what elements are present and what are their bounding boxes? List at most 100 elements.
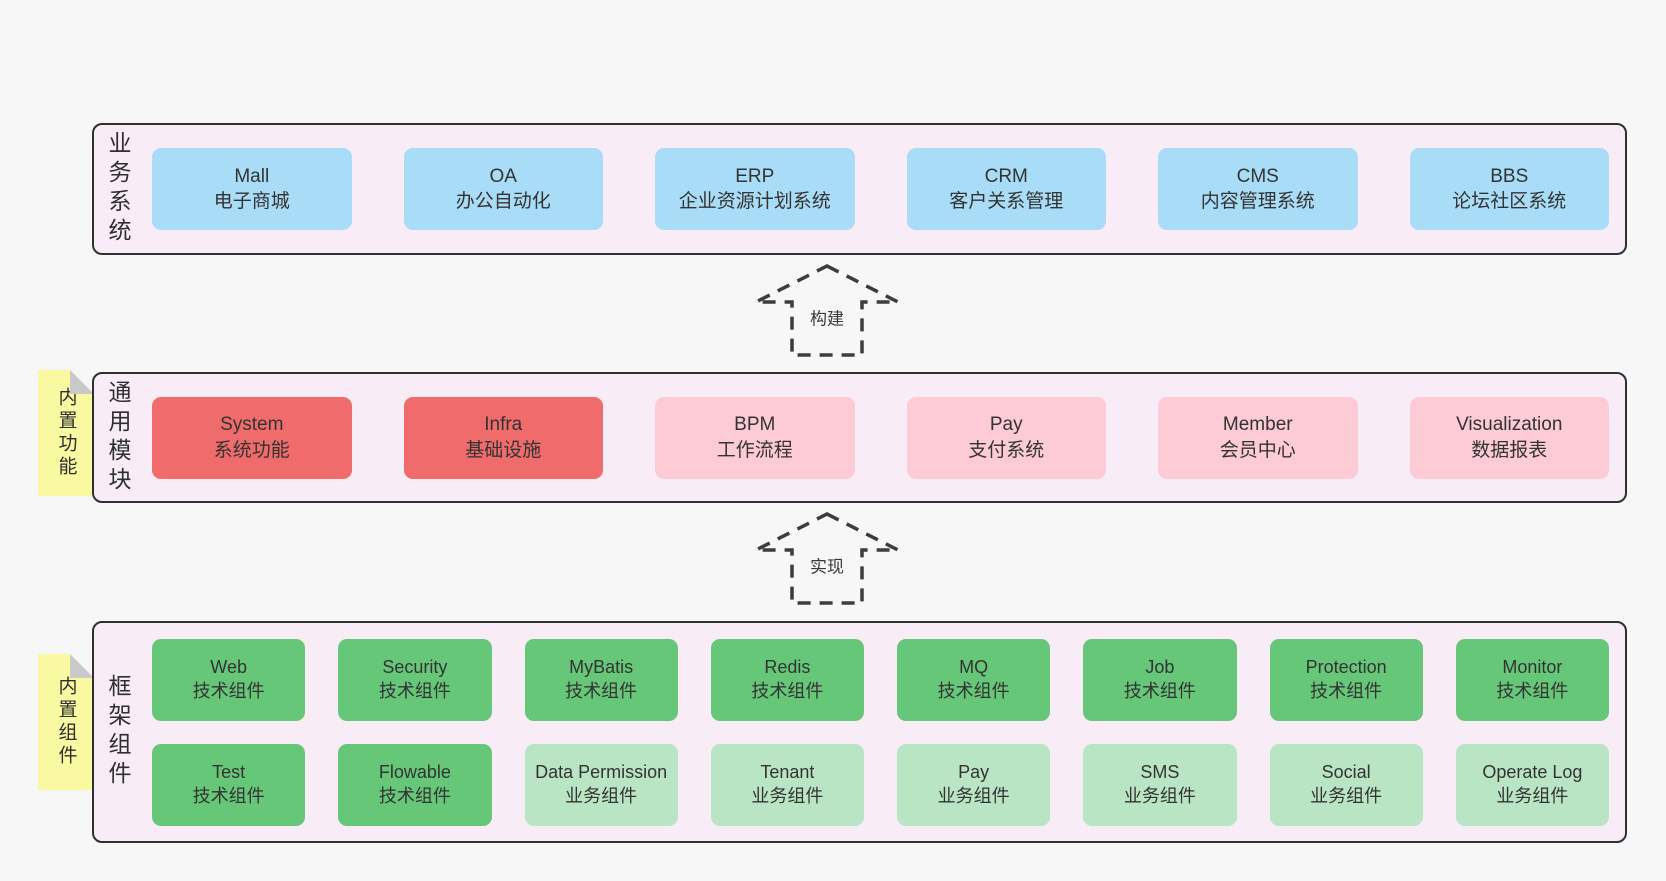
component-box-security: Security 技术组件 (338, 638, 492, 721)
sticky-note-text: 内置组件 (55, 676, 77, 768)
component-box-redis: Redis 技术组件 (710, 638, 864, 721)
box-title: Test (212, 761, 246, 782)
component-box-social: Social 业务组件 (1269, 743, 1423, 826)
box-subtitle: 技术组件 (1496, 680, 1569, 701)
component-box-protection: Protection 技术组件 (1269, 638, 1423, 721)
box-title: Mall (234, 165, 270, 187)
box-subtitle: 技术组件 (565, 680, 638, 701)
box-title: Operate Log (1482, 761, 1583, 782)
box-subtitle: 技术组件 (937, 680, 1010, 701)
business-system-box-oa: OA 办公自动化 (403, 148, 603, 230)
module-box-visualization: Visualization 数据报表 (1409, 396, 1609, 479)
box-title: MQ (959, 656, 989, 677)
layer-label-framework-components: 框架组件 (94, 623, 142, 841)
box-title: Protection (1305, 656, 1387, 677)
implement-arrow: 实现 (752, 511, 902, 606)
box-subtitle: 系统功能 (213, 439, 290, 461)
box-subtitle: 业务组件 (1496, 785, 1569, 806)
box-title: Security (382, 656, 448, 677)
module-box-member: Member 会员中心 (1158, 396, 1358, 479)
box-title: BPM (734, 414, 776, 436)
build-arrow: 构建 (752, 263, 902, 358)
module-box-bpm: BPM 工作流程 (655, 396, 855, 479)
box-subtitle: 技术组件 (751, 680, 824, 701)
box-title: Redis (764, 656, 811, 677)
sticky-note-built-in-features: 内置功能 (38, 370, 94, 496)
implement-arrow-label: 实现 (807, 551, 847, 579)
box-title: Pay (958, 761, 990, 782)
box-title: Web (210, 656, 247, 677)
box-subtitle: 技术组件 (192, 785, 265, 806)
layer-label-text: 业务系统 (105, 131, 131, 247)
component-box-web: Web 技术组件 (152, 638, 306, 721)
dashed-up-arrow-icon (755, 512, 899, 605)
box-subtitle: 论坛社区系统 (1452, 191, 1567, 212)
box-subtitle: 业务组件 (1310, 785, 1383, 806)
box-subtitle: 内容管理系统 (1200, 191, 1315, 212)
layer-label-text: 通用模块 (105, 379, 131, 496)
box-subtitle: 业务组件 (751, 785, 824, 806)
framework-components-grid: Web 技术组件 Security 技术组件 MyBatis 技术组件 Redi… (142, 623, 1625, 841)
box-subtitle: 技术组件 (378, 785, 451, 806)
box-title: Tenant (760, 761, 815, 782)
box-subtitle: 企业资源计划系统 (678, 191, 831, 212)
common-modules-row: System 系统功能 Infra 基础设施 BPM 工作流程 Pay 支付系统… (142, 374, 1625, 501)
box-title: CRM (984, 165, 1028, 187)
box-subtitle: 技术组件 (192, 680, 265, 701)
business-systems-layer: 业务系统 Mall 电子商城 OA 办公自动化 ERP 企业资源计划系统 CRM… (92, 123, 1627, 255)
note-fold-corner (70, 654, 94, 678)
component-box-sms: SMS 业务组件 (1083, 743, 1237, 826)
box-title: Visualization (1456, 414, 1563, 436)
component-box-monitor: Monitor 技术组件 (1455, 638, 1609, 721)
build-arrow-label: 构建 (807, 303, 847, 331)
box-title: Pay (989, 414, 1023, 436)
business-system-box-erp: ERP 企业资源计划系统 (655, 148, 855, 230)
sticky-note-built-in-components: 内置组件 (38, 654, 94, 790)
layer-label-business-systems: 业务系统 (94, 125, 142, 253)
box-subtitle: 技术组件 (1310, 680, 1383, 701)
box-subtitle: 业务组件 (1123, 785, 1196, 806)
component-box-tenant: Tenant 业务组件 (710, 743, 864, 826)
box-subtitle: 技术组件 (378, 680, 451, 701)
box-subtitle: 业务组件 (565, 785, 638, 806)
module-box-infra: Infra 基础设施 (403, 396, 603, 479)
component-box-operate-log: Operate Log 业务组件 (1455, 743, 1609, 826)
box-subtitle: 会员中心 (1219, 439, 1296, 461)
box-subtitle: 业务组件 (937, 785, 1010, 806)
business-system-box-cms: CMS 内容管理系统 (1158, 148, 1358, 230)
component-box-mybatis: MyBatis 技术组件 (524, 638, 678, 721)
box-subtitle: 办公自动化 (455, 191, 551, 212)
business-systems-row: Mall 电子商城 OA 办公自动化 ERP 企业资源计划系统 CRM 客户关系… (142, 125, 1625, 253)
box-title: Monitor (1502, 656, 1563, 677)
layer-label-common-modules: 通用模块 (94, 374, 142, 501)
layer-label-text: 框架组件 (105, 674, 131, 790)
box-subtitle: 客户关系管理 (949, 191, 1064, 212)
box-title: Social (1321, 761, 1371, 782)
module-box-pay: Pay 支付系统 (906, 396, 1106, 479)
dashed-up-arrow-icon (755, 264, 899, 357)
box-subtitle: 技术组件 (1123, 680, 1196, 701)
box-title: CMS (1236, 165, 1279, 187)
component-box-flowable: Flowable 技术组件 (338, 743, 492, 826)
common-modules-layer: 通用模块 System 系统功能 Infra 基础设施 BPM 工作流程 Pay… (92, 372, 1627, 503)
component-box-data-permission: Data Permission 业务组件 (524, 743, 678, 826)
box-title: MyBatis (569, 656, 634, 677)
box-subtitle: 工作流程 (716, 439, 793, 461)
box-subtitle: 基础设施 (465, 439, 542, 461)
note-fold-corner (70, 370, 94, 394)
box-title: Member (1222, 414, 1293, 436)
component-box-job: Job 技术组件 (1083, 638, 1237, 721)
business-system-box-crm: CRM 客户关系管理 (906, 148, 1106, 230)
box-title: SMS (1140, 761, 1180, 782)
framework-components-layer: 框架组件 Web 技术组件 Security 技术组件 MyBatis 技术组件… (92, 621, 1627, 843)
box-title: BBS (1490, 165, 1529, 187)
box-subtitle: 支付系统 (968, 439, 1045, 461)
box-subtitle: 电子商城 (213, 191, 290, 212)
box-title: OA (489, 165, 517, 187)
box-title: ERP (735, 165, 775, 187)
business-system-box-mall: Mall 电子商城 (152, 148, 352, 230)
component-box-test: Test 技术组件 (152, 743, 306, 826)
box-title: Infra (484, 414, 523, 436)
module-box-system: System 系统功能 (152, 396, 352, 479)
box-title: Data Permission (535, 761, 668, 782)
